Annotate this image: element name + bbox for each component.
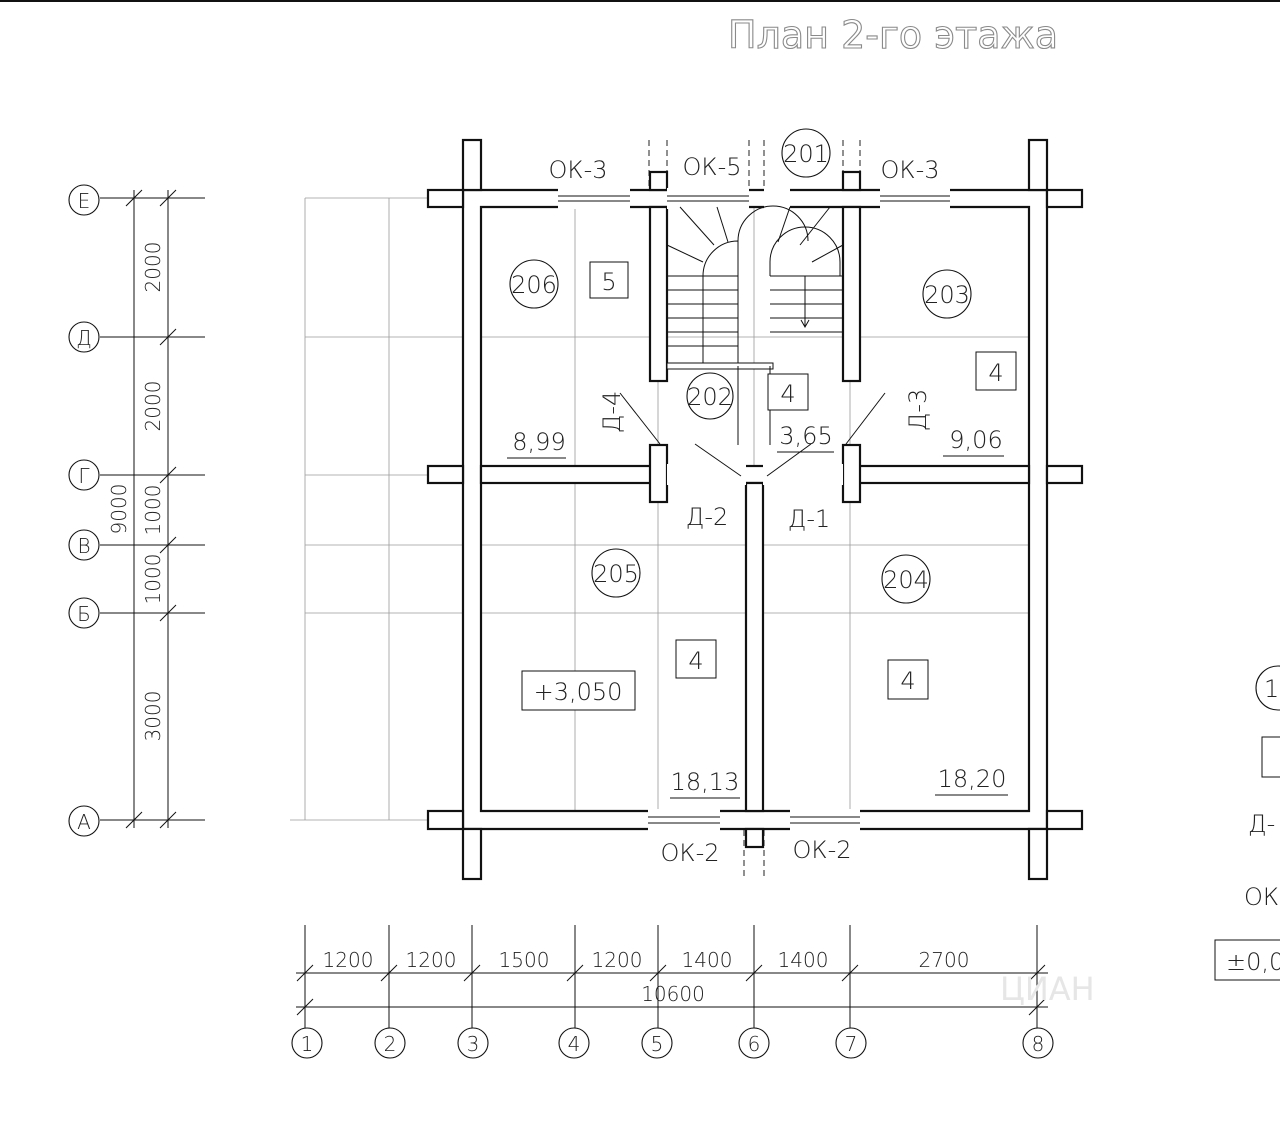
door-labels: Д-4 Д-3 Д-2 Д-1 xyxy=(598,389,932,533)
vertical-dimensions: 2000 2000 1000 1000 3000 9000 xyxy=(100,189,205,829)
room-number: 204 xyxy=(883,566,929,594)
finish-box xyxy=(887,659,929,700)
room-area: 8,99 xyxy=(512,428,565,456)
finish-box xyxy=(675,639,717,679)
door-openings xyxy=(667,443,843,485)
dimension-label: 2700 xyxy=(919,948,970,972)
door-label: Д-3 xyxy=(904,389,932,432)
door-label: Д-1 xyxy=(788,505,831,533)
room-204: 204 4 18,20 xyxy=(881,554,1008,796)
axis-label: Б xyxy=(77,602,91,626)
legend-level: ±0,0 xyxy=(1226,948,1280,976)
dimension-label: 1200 xyxy=(592,948,643,972)
room-number-bubble xyxy=(686,372,734,420)
finish-type: 4 xyxy=(900,667,915,695)
dimension-label: 1400 xyxy=(682,948,733,972)
dimension-total: 10600 xyxy=(641,982,705,1006)
dimension-label: 1400 xyxy=(778,948,829,972)
room-number-bubble xyxy=(591,548,641,598)
legend-window: ОК xyxy=(1244,883,1279,911)
axis-label: 5 xyxy=(651,1032,664,1056)
room-area: 18,13 xyxy=(671,768,740,796)
finish-type: 4 xyxy=(688,647,703,675)
axis-label: 3 xyxy=(467,1032,480,1056)
axis-label: 7 xyxy=(845,1032,858,1056)
room-206: 206 5 8,99 xyxy=(507,259,629,459)
axis-label: 1 xyxy=(301,1032,314,1056)
room-number: 203 xyxy=(924,281,970,309)
dimension-label: 1500 xyxy=(499,948,550,972)
axis-label: 8 xyxy=(1032,1032,1045,1056)
room-number: 205 xyxy=(593,560,639,588)
room-area: 3,65 xyxy=(779,422,832,450)
level-mark-box xyxy=(521,670,636,711)
finish-box xyxy=(767,373,809,411)
dimension-label: 1000 xyxy=(141,485,165,536)
room-number-bubble xyxy=(509,259,559,309)
window-label: ОК-5 xyxy=(683,153,742,181)
legend-level-box xyxy=(1214,939,1280,981)
legend-door: Д- xyxy=(1248,810,1275,838)
dimension-total: 9000 xyxy=(107,484,131,535)
axis-label: 2 xyxy=(384,1032,397,1056)
window-label: ОК-2 xyxy=(793,836,852,864)
door-label: Д-2 xyxy=(686,503,729,531)
room-205: 205 4 18,13 +3,050 xyxy=(521,548,740,799)
column-axes: 1 2 3 4 5 6 7 8 xyxy=(291,1027,1054,1059)
window-label: ОК-3 xyxy=(881,156,940,184)
horizontal-dimensions: 1200 1200 1500 1200 1400 1400 2700 10600 xyxy=(296,925,1048,1028)
axis-label: 6 xyxy=(748,1032,761,1056)
window-labels: ОК-3 ОК-5 ОК-3 ОК-2 ОК-2 xyxy=(549,153,940,867)
legend-finish-box xyxy=(1261,736,1280,778)
drawing-title: План 2-го этажа xyxy=(728,13,1058,57)
room-area: 18,20 xyxy=(938,765,1007,793)
window-label: ОК-3 xyxy=(549,156,608,184)
window-label: ОК-2 xyxy=(661,839,720,867)
level-mark: +3,050 xyxy=(534,678,623,706)
window-openings xyxy=(558,188,950,831)
room-203: 203 4 9,06 xyxy=(922,269,1017,457)
finish-type: 4 xyxy=(780,380,795,408)
door-leaders xyxy=(619,392,886,445)
axis-label: Е xyxy=(78,189,91,213)
dimension-label: 2000 xyxy=(141,381,165,432)
walls xyxy=(426,138,1084,881)
axis-label: 4 xyxy=(568,1032,581,1056)
finish-box xyxy=(975,351,1017,391)
legend-partial: 1( Д- ОК ±0,0 xyxy=(1214,665,1280,981)
row-axes: Е Д Г В Б А xyxy=(68,184,100,837)
dimension-label: 1200 xyxy=(406,948,457,972)
axis-label: В xyxy=(77,534,90,558)
room-number-bubble xyxy=(881,554,931,604)
finish-box xyxy=(589,261,629,299)
room-area: 9,06 xyxy=(949,426,1002,454)
door-label: Д-4 xyxy=(598,391,626,434)
finish-type: 4 xyxy=(988,359,1003,387)
room-number: 206 xyxy=(511,271,557,299)
finish-type: 5 xyxy=(601,268,616,296)
dimension-label: 1000 xyxy=(141,554,165,605)
axis-label: А xyxy=(77,810,91,834)
watermark: ЦИАН xyxy=(1000,970,1095,1008)
axis-label: Д xyxy=(76,326,92,350)
axis-label: Г xyxy=(78,464,90,488)
dimension-label: 2000 xyxy=(141,242,165,293)
stair-number: 201 xyxy=(783,140,829,168)
stair-201: 201 xyxy=(781,128,831,178)
room-number-bubble xyxy=(922,269,972,319)
room-number: 202 xyxy=(687,383,733,411)
dimension-label: 1200 xyxy=(323,948,374,972)
legend-bubble-text: 1( xyxy=(1264,675,1280,703)
room-202: 202 4 3,65 xyxy=(686,372,834,453)
dimension-label: 3000 xyxy=(141,691,165,742)
